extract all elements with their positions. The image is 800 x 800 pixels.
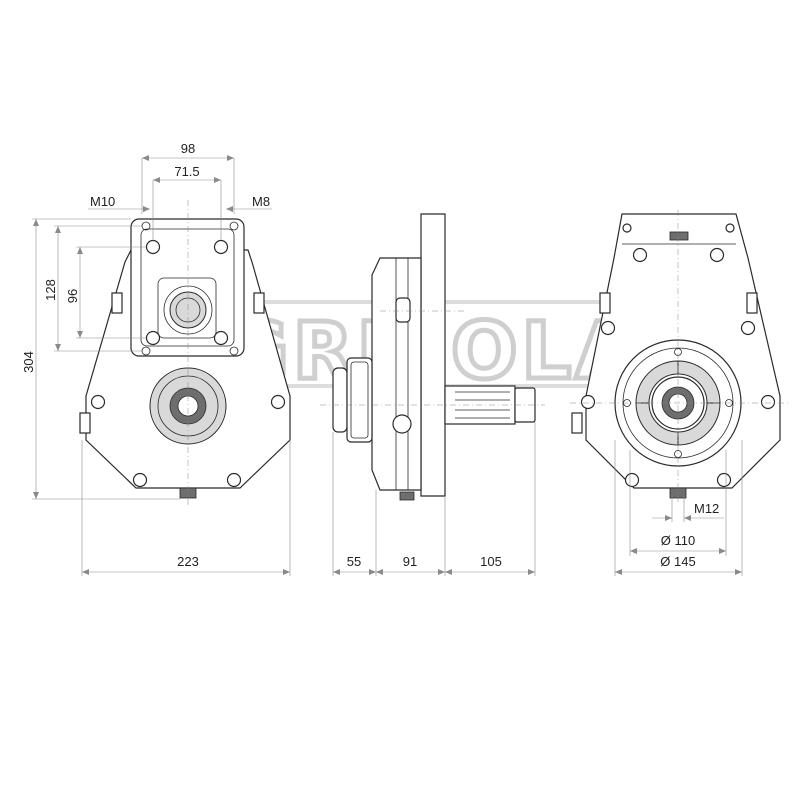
bolt-icon bbox=[624, 472, 640, 488]
dim-m10-label: M10 bbox=[90, 194, 115, 209]
bolt-icon bbox=[716, 472, 732, 488]
flange-inner-outline bbox=[140, 228, 235, 347]
bolt-icon bbox=[725, 223, 735, 233]
bolt-icon bbox=[90, 394, 106, 410]
dim-m12-label: M12 bbox=[694, 501, 719, 516]
dim-98-label: 98 bbox=[181, 141, 195, 156]
dim-71-5-label: 71.5 bbox=[174, 164, 199, 179]
bolt-icon bbox=[132, 472, 148, 488]
rear-dimensions: M12 Ø 110 Ø 145 bbox=[614, 440, 743, 576]
side-output-bearing bbox=[346, 357, 373, 443]
dim-96-label: 96 bbox=[65, 289, 80, 303]
dim-304-label: 304 bbox=[21, 351, 36, 373]
side-view bbox=[320, 213, 545, 501]
dim-105-label: 105 bbox=[480, 554, 502, 569]
side-dimensions: 55 91 105 bbox=[332, 422, 536, 576]
bolt-icon bbox=[740, 320, 756, 336]
dim-128-label: 128 bbox=[43, 279, 58, 301]
vent-plug-icon bbox=[669, 231, 689, 241]
dim-dia145-label: Ø 145 bbox=[660, 554, 695, 569]
input-boss bbox=[157, 277, 217, 339]
side-lug bbox=[253, 292, 265, 314]
bolt-icon bbox=[725, 399, 733, 407]
bolt-icon bbox=[632, 247, 648, 263]
rear-view bbox=[570, 210, 790, 505]
side-lug bbox=[599, 292, 611, 314]
side-bolt-icon bbox=[392, 414, 412, 434]
bolt-icon bbox=[709, 247, 725, 263]
side-plug bbox=[395, 297, 411, 323]
side-housing bbox=[371, 257, 422, 491]
side-flange-plate bbox=[420, 213, 446, 497]
bolt-icon bbox=[622, 223, 632, 233]
front-dimensions: 98 71.5 M10 M8 304 128 96 223 bbox=[21, 141, 291, 576]
side-lug bbox=[111, 292, 123, 314]
bolt-icon bbox=[145, 330, 161, 346]
bolt-icon bbox=[760, 394, 776, 410]
bolt-icon bbox=[600, 320, 616, 336]
dim-91-label: 91 bbox=[403, 554, 417, 569]
bolt-icon bbox=[580, 394, 596, 410]
front-view bbox=[79, 200, 291, 505]
bolt-icon bbox=[270, 394, 286, 410]
side-plug bbox=[79, 412, 91, 434]
dim-dia110-label: Ø 110 bbox=[661, 533, 695, 548]
bolt-icon bbox=[229, 346, 239, 356]
side-lug bbox=[746, 292, 758, 314]
dim-55-label: 55 bbox=[347, 554, 361, 569]
side-plug bbox=[571, 412, 583, 434]
bolt-icon bbox=[145, 239, 161, 255]
side-output-flange bbox=[332, 367, 348, 433]
dim-m8-label: M8 bbox=[252, 194, 270, 209]
dim-223-label: 223 bbox=[177, 554, 199, 569]
bolt-icon bbox=[213, 330, 229, 346]
drain-plug-icon bbox=[399, 491, 415, 501]
bolt-icon bbox=[229, 221, 239, 231]
bolt-icon bbox=[213, 239, 229, 255]
bolt-icon bbox=[226, 472, 242, 488]
